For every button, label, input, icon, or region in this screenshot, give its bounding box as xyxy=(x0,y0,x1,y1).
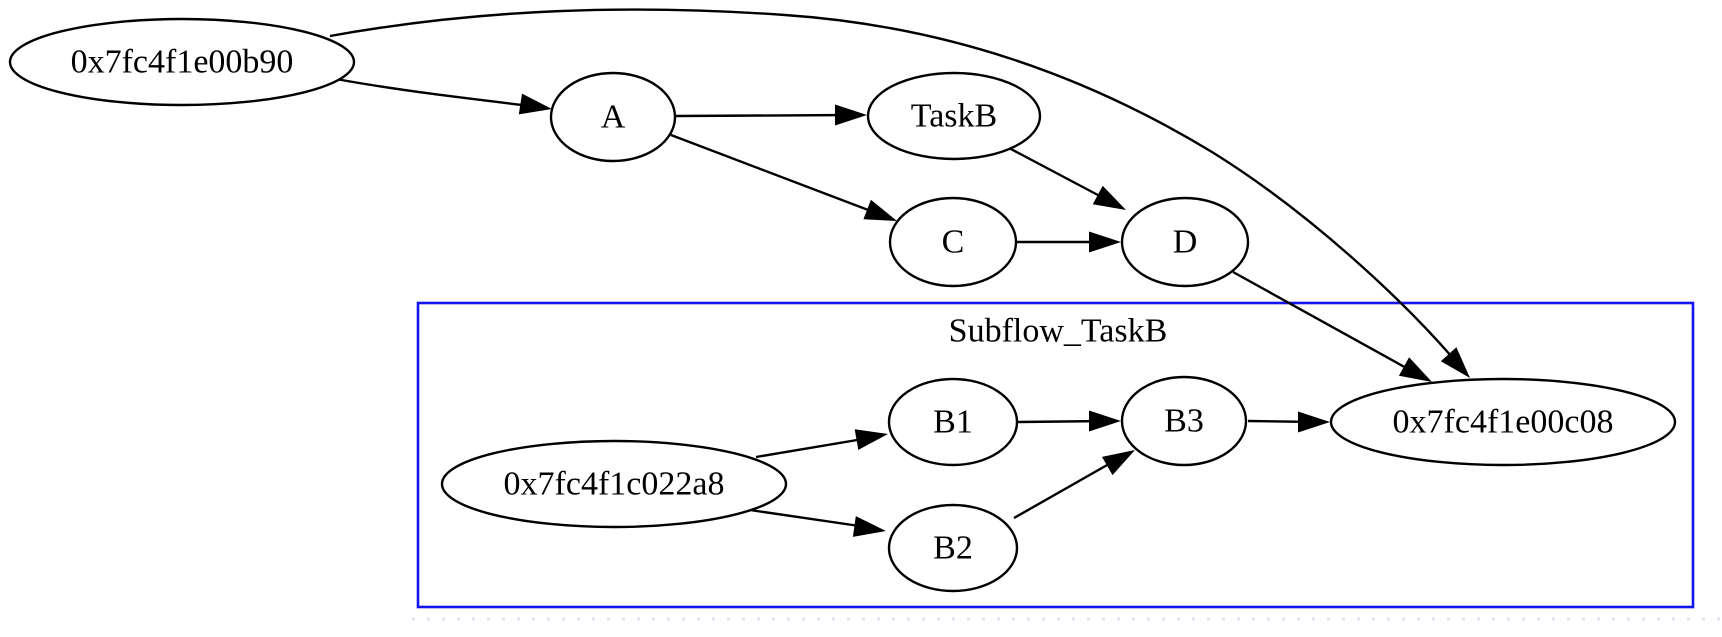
edge-A-to-C xyxy=(670,133,885,218)
node-B2-ellipse xyxy=(887,503,1019,593)
node-C-label: C xyxy=(942,224,965,261)
subentry-node-ellipse xyxy=(440,439,788,529)
node-B2-label: B2 xyxy=(933,530,973,567)
edge-A-to-TaskB xyxy=(675,113,854,118)
node-B3-ellipse xyxy=(1120,375,1248,467)
node-TaskB-ellipse xyxy=(866,71,1042,161)
node-A-label: A xyxy=(601,99,626,136)
arrowhead-TaskB-to-D xyxy=(1092,185,1126,210)
subentry-node-label: 0x7fc4f1c022a8 xyxy=(504,466,725,503)
edge-TaskB-to-D xyxy=(1008,146,1114,205)
arrowhead-0x7fc4f1c022a8-to-B1 xyxy=(854,429,888,450)
arrowhead-C-to-D xyxy=(1089,231,1121,253)
node-B3-label: B3 xyxy=(1164,403,1204,440)
arrowhead-A-to-C xyxy=(863,199,897,221)
edge-B2-to-B3 xyxy=(1013,454,1124,520)
arrowhead-A-to-TaskB xyxy=(835,104,867,126)
arrowhead-0x7fc4f1e00b90-to-A xyxy=(518,93,552,115)
arrowhead-B1-to-B3 xyxy=(1089,410,1121,432)
arrowhead-D-to-0x7fc4f1e00c08 xyxy=(1398,357,1432,382)
node-D-label: D xyxy=(1173,224,1198,261)
edge-0x7fc4f1c022a8-to-B1 xyxy=(755,435,876,459)
cluster-title: Subflow_TaskB xyxy=(949,313,1168,350)
arrowhead-0x7fc4f1c022a8-to-B2 xyxy=(852,516,886,537)
edge-0x7fc4f1e00b90-to-A xyxy=(335,77,540,109)
node-B1-label: B1 xyxy=(933,404,973,441)
node-C-ellipse xyxy=(888,196,1018,288)
exit-node-ellipse xyxy=(1329,377,1677,467)
arrowhead-B3-to-0x7fc4f1e00c08 xyxy=(1298,411,1330,433)
arrowhead-B2-to-B3 xyxy=(1102,450,1135,476)
entry-node-ellipse xyxy=(8,17,356,107)
node-D-ellipse xyxy=(1120,196,1250,288)
edge-0x7fc4f1e00b90-to-0x7fc4f1e00c08 xyxy=(329,8,1453,358)
edge-D-to-0x7fc4f1e00c08 xyxy=(1232,270,1420,377)
node-TaskB-label: TaskB xyxy=(911,98,997,135)
arrowhead-0x7fc4f1e00b90-to-0x7fc4f1e00c08 xyxy=(1440,347,1470,378)
node-B1-ellipse xyxy=(887,377,1019,467)
exit-node-label: 0x7fc4f1e00c08 xyxy=(1393,404,1614,441)
edge-0x7fc4f1c022a8-to-B2 xyxy=(749,508,874,530)
node-A-ellipse xyxy=(549,71,677,163)
entry-node-label: 0x7fc4f1e00b90 xyxy=(71,44,294,81)
subflow-cluster-box xyxy=(416,301,1695,609)
